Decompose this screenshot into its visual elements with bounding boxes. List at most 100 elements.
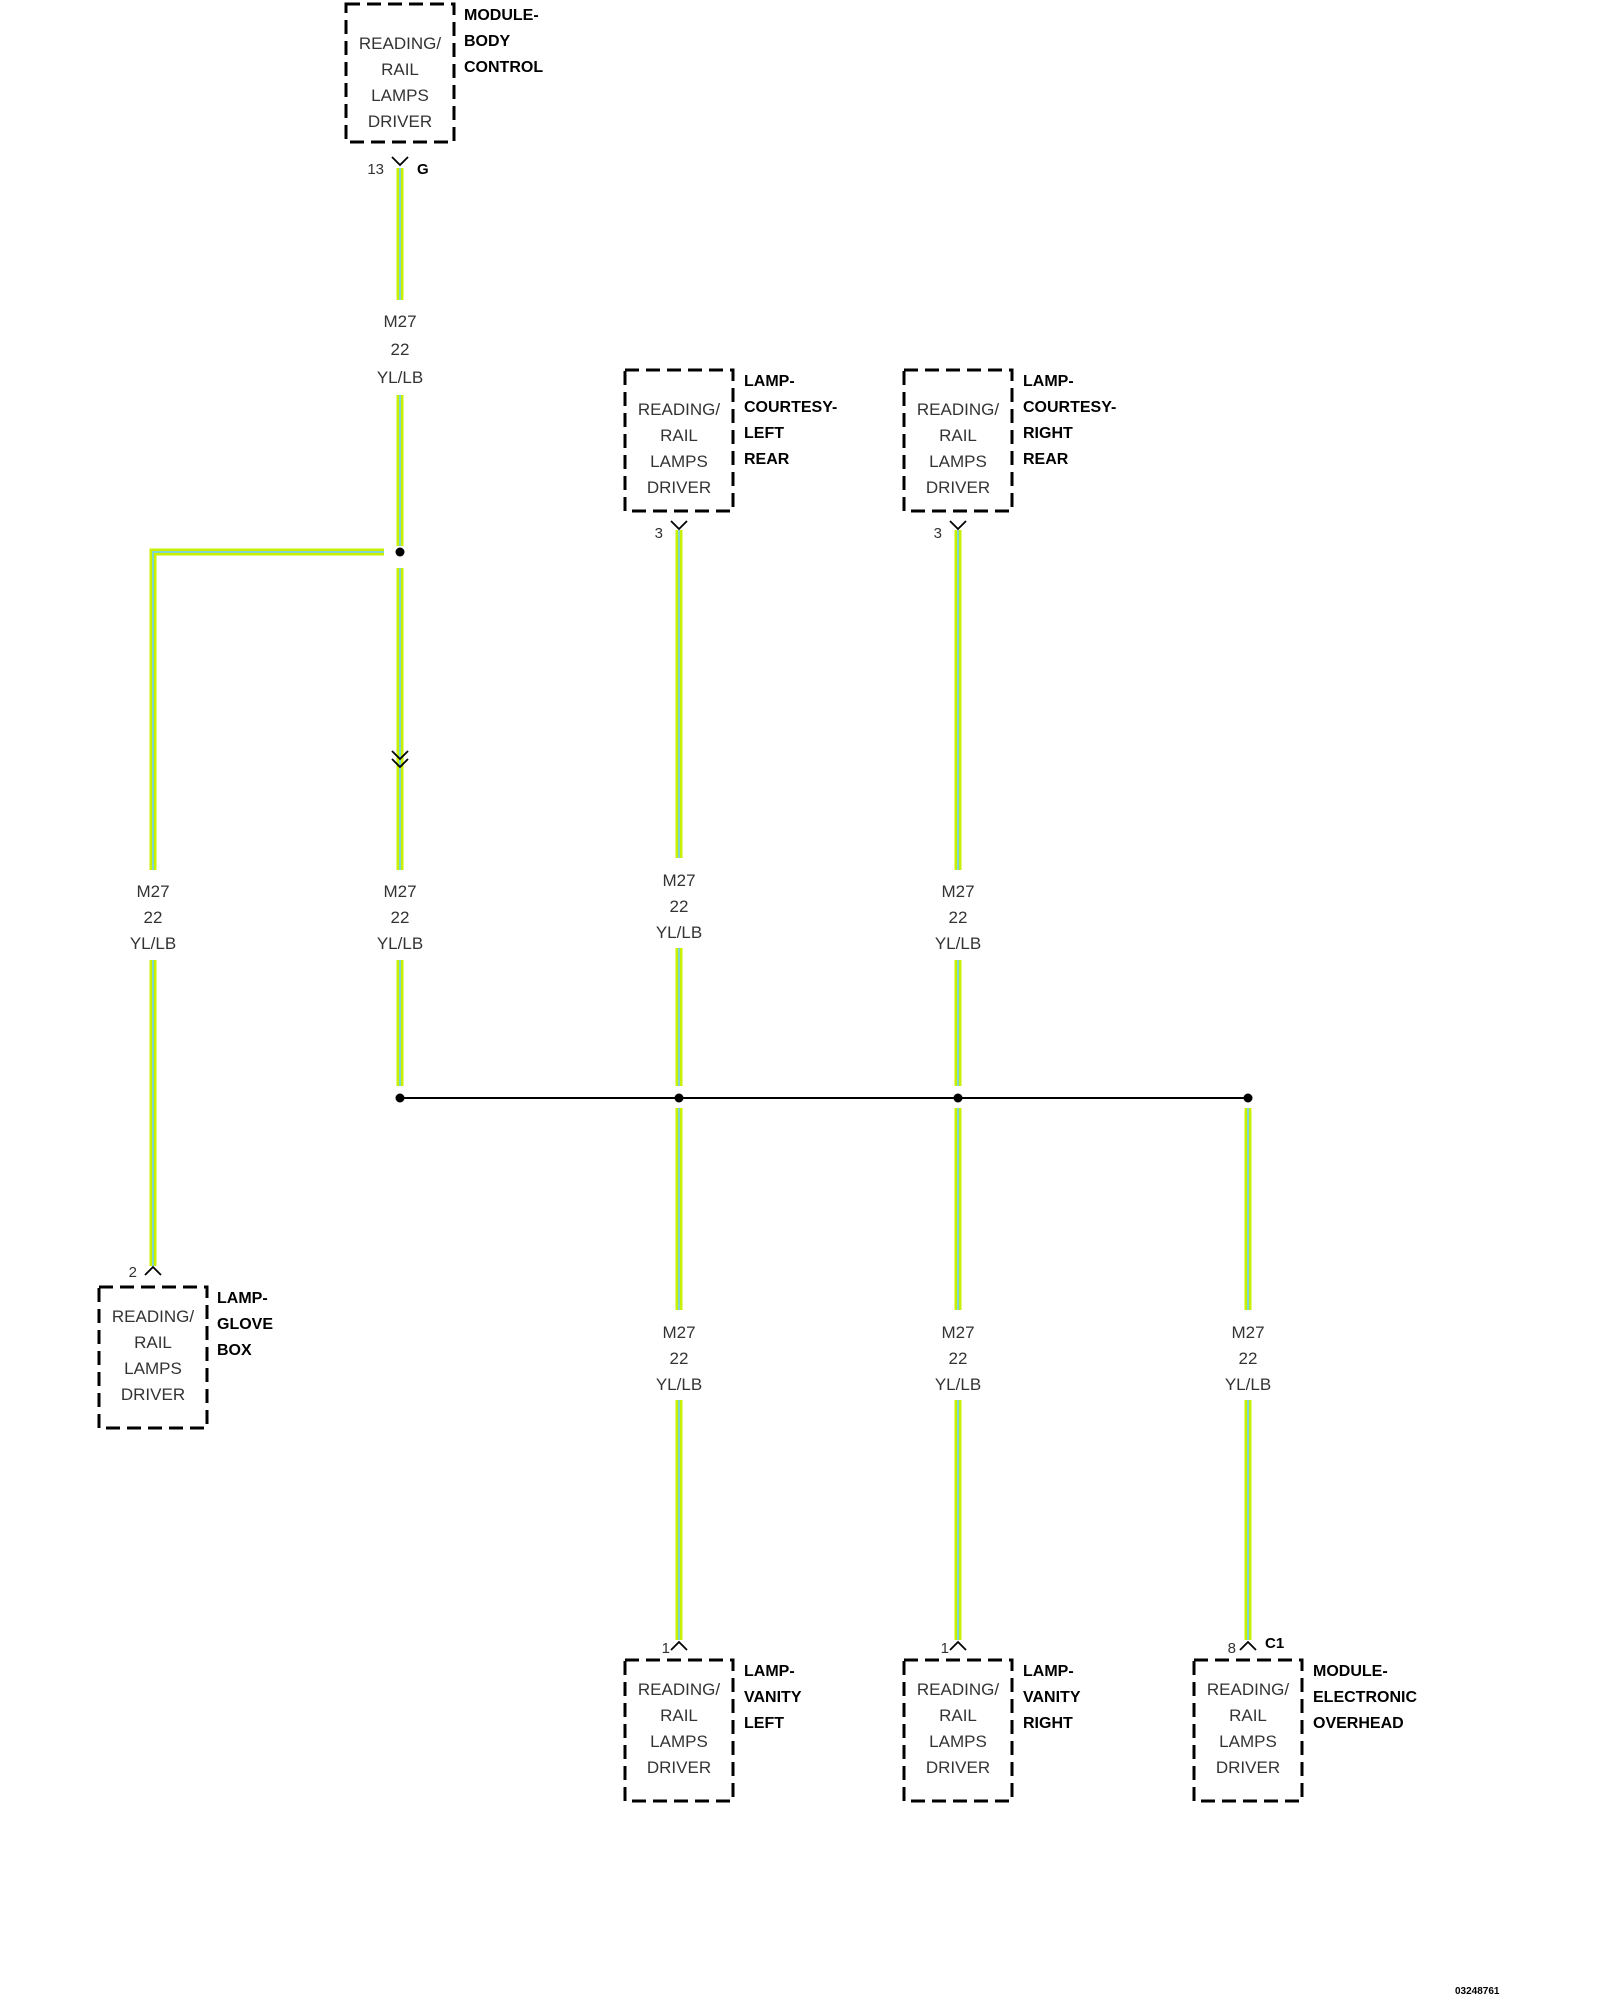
wire-circuit: M27 <box>662 871 695 890</box>
component-name: LAMP- <box>744 373 795 390</box>
wire-label-courtesy-left-rear: M27 22 YL/LB <box>656 871 702 942</box>
component-name: COURTESY- <box>744 399 837 416</box>
wire-gauge: 22 <box>144 908 163 927</box>
inline-connector-icon <box>391 750 409 769</box>
wire-gauge: 22 <box>949 908 968 927</box>
splice-dots <box>395 547 1253 1103</box>
function-line: LAMPS <box>650 452 708 471</box>
connector-female-icon <box>391 156 409 167</box>
connector-male-icon <box>670 1640 688 1651</box>
wire-color: YL/LB <box>377 368 423 387</box>
wire-circuit: M27 <box>383 312 416 331</box>
function-line: LAMPS <box>1219 1732 1277 1751</box>
function-line: RAIL <box>134 1333 172 1352</box>
component-name: BOX <box>217 1342 252 1359</box>
component-name: REAR <box>744 451 790 468</box>
wires <box>149 168 1252 1640</box>
component-name: LEFT <box>744 425 784 442</box>
component-name: LAMP- <box>1023 373 1074 390</box>
component-name: BODY <box>464 33 511 50</box>
splice-dot-bus-right <box>1243 1093 1253 1103</box>
splice-dot-top <box>395 547 405 557</box>
wire-label-glove-box: M27 22 YL/LB <box>130 882 176 953</box>
wire-circuit: M27 <box>941 1323 974 1342</box>
component-vanity-left: 1 READING/ RAIL LAMPS DRIVER LAMP- VANIT… <box>623 1640 802 1803</box>
function-line: RAIL <box>1229 1706 1267 1725</box>
wire-circuit: M27 <box>383 882 416 901</box>
wire-color: YL/LB <box>377 934 423 953</box>
wire-label-bcm-down: M27 22 YL/LB <box>377 312 423 387</box>
component-name: MODULE- <box>1313 1663 1388 1680</box>
component-name: LEFT <box>744 1715 784 1732</box>
wire-gauge: 22 <box>1239 1349 1258 1368</box>
pin-number: 3 <box>934 525 942 542</box>
pin-number: 2 <box>129 1264 137 1281</box>
function-line: RAIL <box>939 426 977 445</box>
wire-color: YL/LB <box>935 1375 981 1394</box>
component-box <box>902 368 1014 513</box>
wire-color: YL/LB <box>1225 1375 1271 1394</box>
pin-number: 1 <box>941 1640 949 1657</box>
wire-glove-branch <box>149 548 384 870</box>
splice-dot-bus-courtesy-right <box>953 1093 963 1103</box>
function-line: DRIVER <box>647 478 711 497</box>
function-line: READING/ <box>917 400 999 419</box>
function-line: RAIL <box>660 426 698 445</box>
pin-number: 3 <box>655 525 663 542</box>
component-name: RIGHT <box>1023 425 1073 442</box>
function-line: LAMPS <box>929 1732 987 1751</box>
function-line: DRIVER <box>647 1758 711 1777</box>
component-name: CONTROL <box>464 59 543 76</box>
wire-circuit: M27 <box>136 882 169 901</box>
pin-number: 1 <box>662 1640 670 1657</box>
component-box <box>344 2 456 144</box>
component-name: MODULE- <box>464 7 539 24</box>
component-name: LAMP- <box>744 1663 795 1680</box>
component-glove-box: 2 READING/ RAIL LAMPS DRIVER LAMP- GLOVE… <box>97 1264 273 1430</box>
connector-id: C1 <box>1265 1635 1284 1652</box>
wire-gauge: 22 <box>670 1349 689 1368</box>
function-line: READING/ <box>112 1307 194 1326</box>
connector-id: G <box>417 161 429 178</box>
wire-label-vanity-left: M27 22 YL/LB <box>656 1323 702 1394</box>
function-line: DRIVER <box>121 1385 185 1404</box>
wire-label-courtesy-right-rear: M27 22 YL/LB <box>935 882 981 953</box>
wire-circuit: M27 <box>1231 1323 1264 1342</box>
component-body-control: READING/ RAIL LAMPS DRIVER MODULE- BODY … <box>344 2 543 178</box>
component-box <box>902 1658 1014 1803</box>
function-line: READING/ <box>917 1680 999 1699</box>
component-name: REAR <box>1023 451 1069 468</box>
connector-male-icon <box>144 1265 162 1276</box>
splice-dot-bus-left <box>395 1093 405 1103</box>
component-name: LAMP- <box>217 1290 268 1307</box>
component-courtesy-right-rear: READING/ RAIL LAMPS DRIVER LAMP- COURTES… <box>902 368 1116 542</box>
component-name: LAMP- <box>1023 1663 1074 1680</box>
wire-label-center-drop: M27 22 YL/LB <box>377 882 423 953</box>
wire-circuit: M27 <box>662 1323 695 1342</box>
component-name: COURTESY- <box>1023 399 1116 416</box>
component-box <box>97 1285 209 1430</box>
function-line: DRIVER <box>368 112 432 131</box>
component-electronic-overhead: 8 C1 READING/ RAIL LAMPS DRIVER MODULE- … <box>1192 1635 1417 1803</box>
wire-label-electronic-overhead: M27 22 YL/LB <box>1225 1323 1271 1394</box>
document-id: 03248761 <box>1455 1986 1500 1997</box>
function-line: LAMPS <box>650 1732 708 1751</box>
function-line: READING/ <box>1207 1680 1289 1699</box>
function-line: RAIL <box>660 1706 698 1725</box>
function-line: DRIVER <box>926 478 990 497</box>
function-line: RAIL <box>381 60 419 79</box>
component-name: GLOVE <box>217 1316 273 1333</box>
component-box <box>623 368 735 513</box>
function-line: READING/ <box>359 34 441 53</box>
wire-gauge: 22 <box>670 897 689 916</box>
connector-male-icon <box>1239 1640 1257 1651</box>
pin-number: 8 <box>1228 1640 1236 1657</box>
function-line: DRIVER <box>926 1758 990 1777</box>
pin-number: 13 <box>367 161 384 178</box>
component-courtesy-left-rear: READING/ RAIL LAMPS DRIVER LAMP- COURTES… <box>623 368 837 542</box>
function-line: READING/ <box>638 400 720 419</box>
component-box <box>1192 1658 1304 1803</box>
wire-gauge: 22 <box>391 908 410 927</box>
component-name: OVERHEAD <box>1313 1715 1404 1732</box>
